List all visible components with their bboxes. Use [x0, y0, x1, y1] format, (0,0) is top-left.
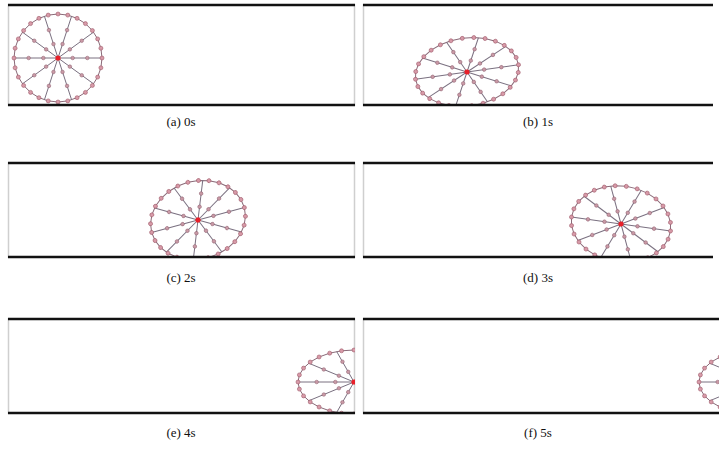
channel-panel — [8, 318, 412, 416]
deformable-particle — [139, 167, 257, 258]
channel-panel — [363, 4, 713, 115]
panel-caption: (e) 4s — [166, 425, 195, 441]
panel-caption: (d) 3s — [523, 270, 553, 286]
panel-caption: (c) 2s — [166, 270, 195, 286]
channel-panel — [363, 318, 719, 416]
deformable-particle — [697, 348, 719, 414]
channel-panel — [8, 162, 355, 273]
panel-caption: (b) 1s — [523, 114, 553, 130]
deformable-particle — [12, 12, 104, 104]
panel-caption: (a) 0s — [166, 114, 195, 130]
panel-caption: (f) 5s — [524, 425, 552, 441]
deformable-particle — [296, 348, 355, 414]
channel-panel — [363, 162, 713, 271]
deformable-particle — [409, 29, 526, 106]
channel-panel — [8, 4, 355, 106]
deformable-particle — [564, 177, 678, 258]
